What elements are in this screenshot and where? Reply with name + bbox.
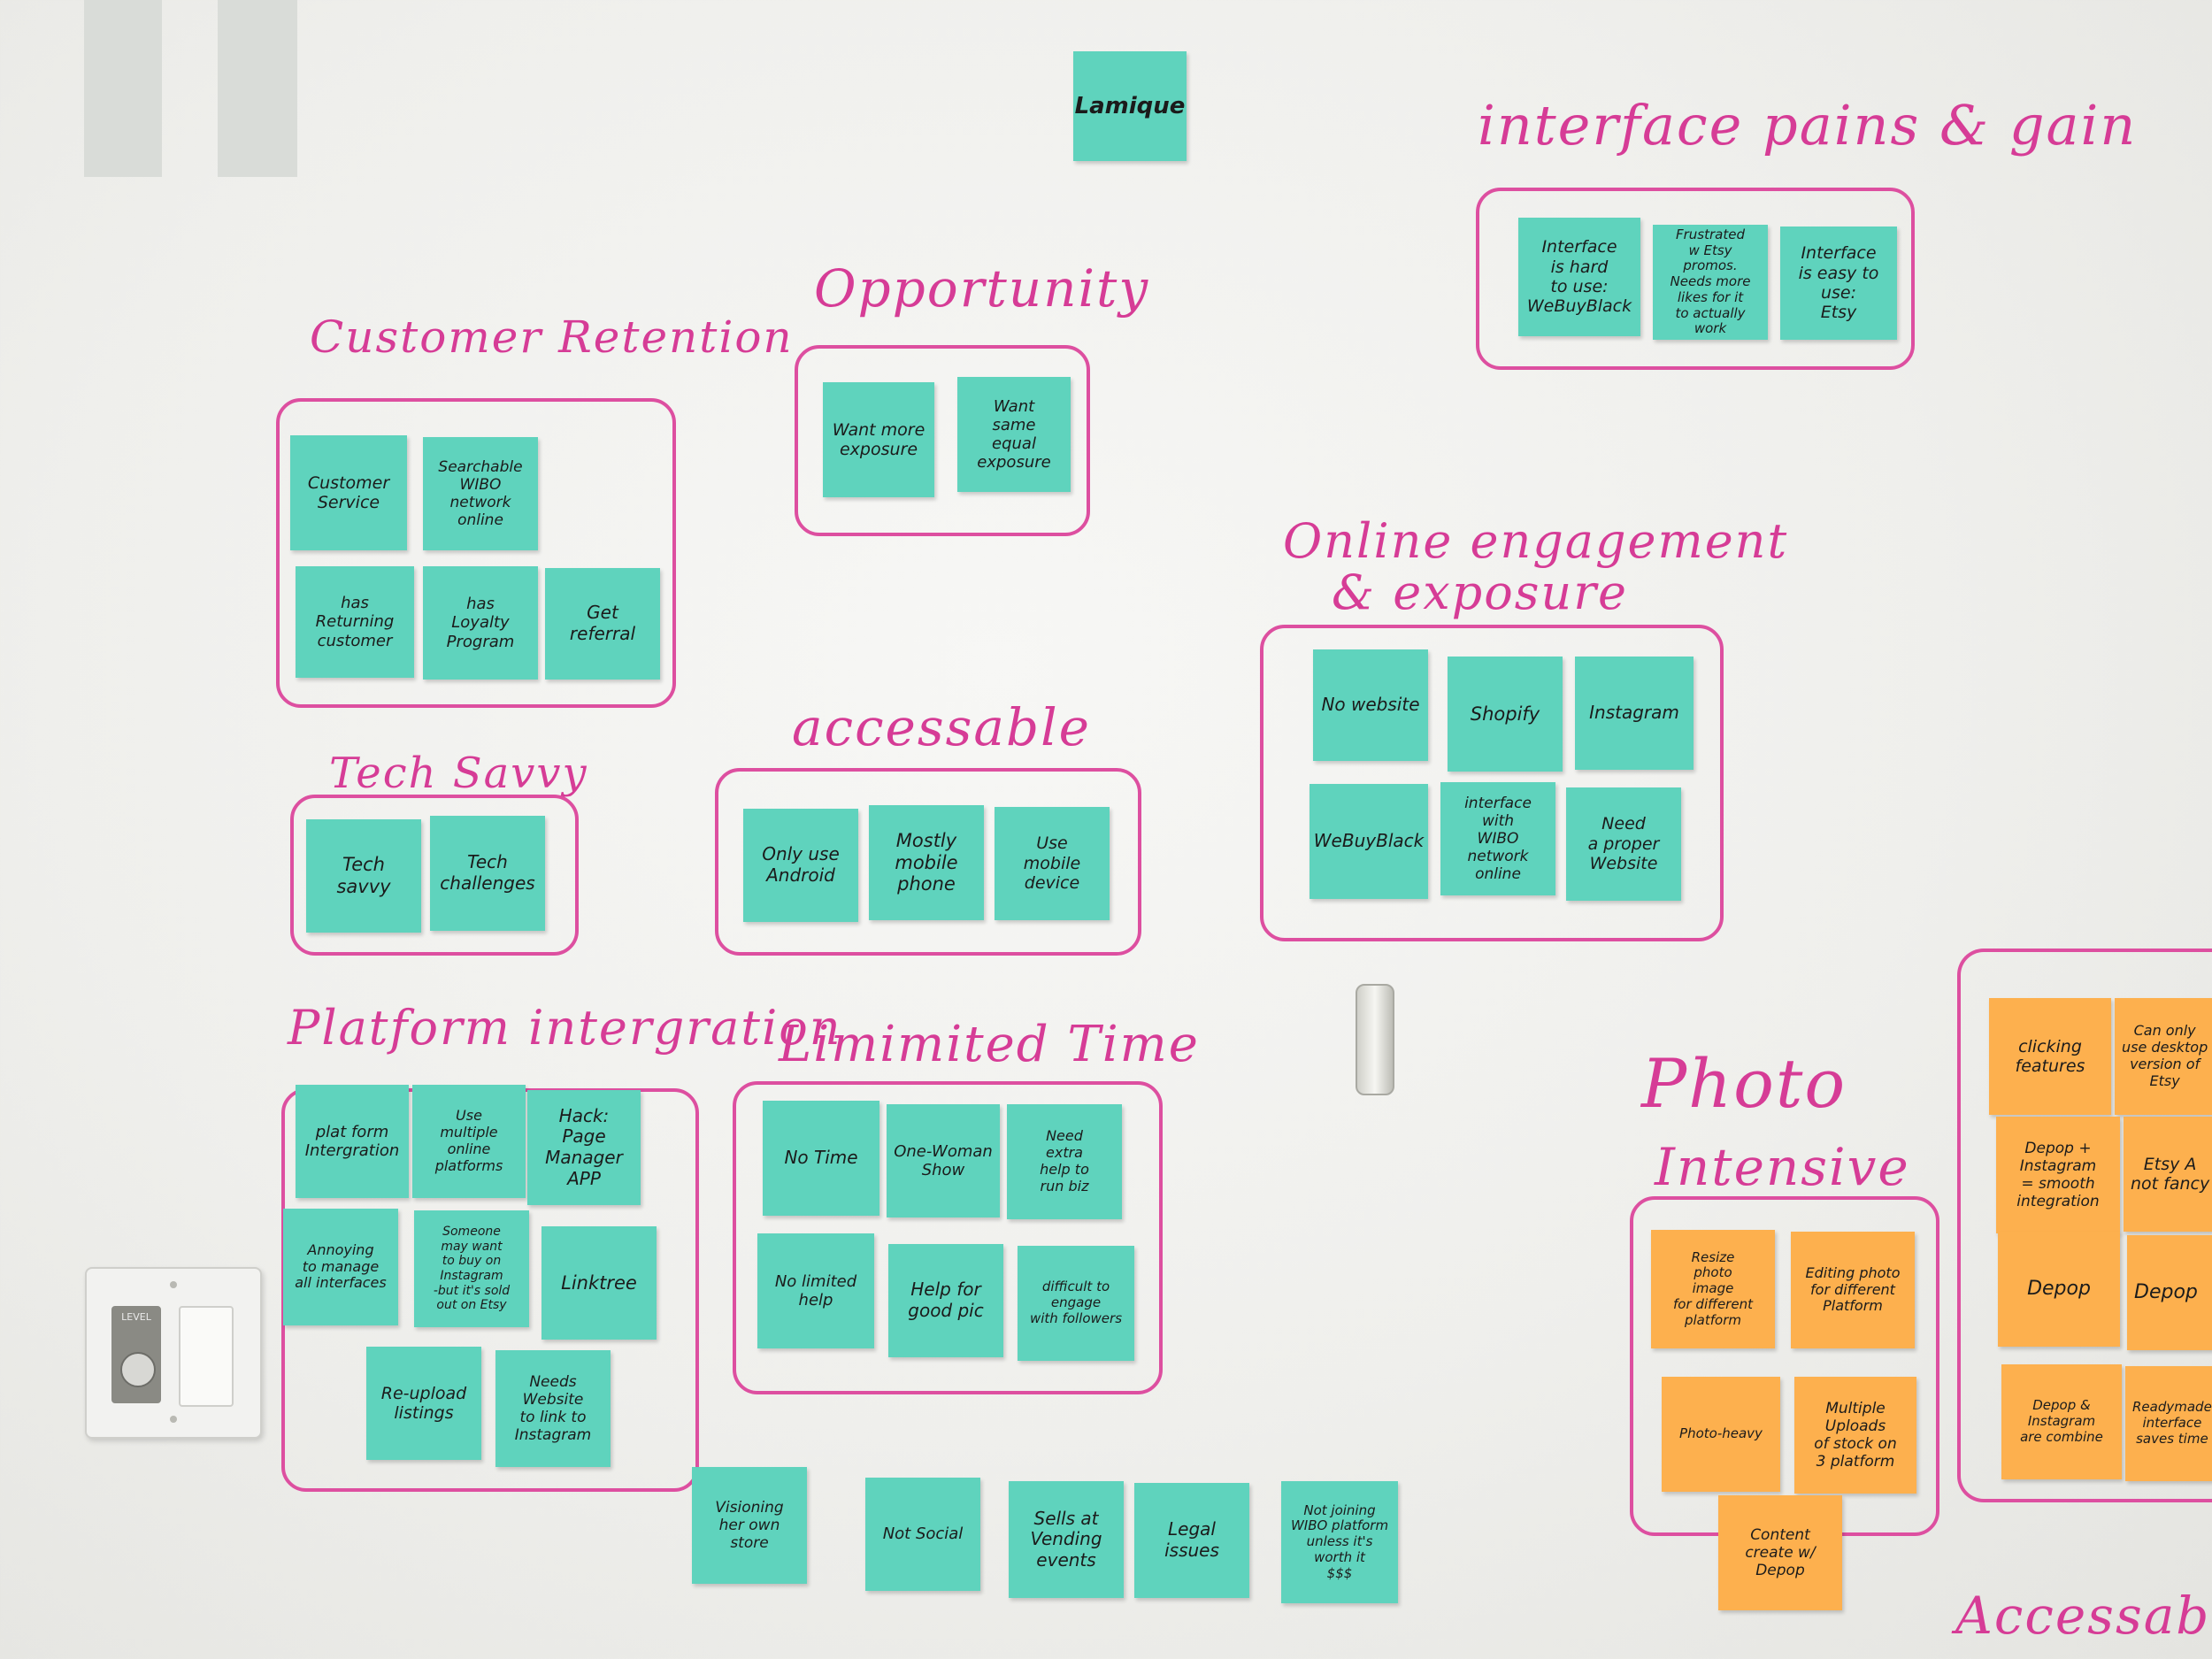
heading-online-exposure: & exposure [1332, 565, 1628, 620]
note-reupload-listings[interactable]: Re-upload listings [366, 1347, 481, 1460]
note-no-time[interactable]: No Time [763, 1101, 879, 1216]
note-annoying-manage[interactable]: Annoying to manage all interfaces [283, 1209, 398, 1325]
wall-strip-left [84, 0, 162, 177]
dimmer-label: LEVEL [121, 1311, 151, 1323]
note-returning-customer[interactable]: has Returning customer [296, 566, 414, 678]
note-linktree[interactable]: Linktree [541, 1226, 657, 1340]
note-get-referral[interactable]: Get referral [545, 568, 660, 680]
note-interface-easy[interactable]: Interface is easy to use: Etsy [1780, 227, 1897, 340]
note-shopify[interactable]: Shopify [1448, 657, 1563, 772]
note-limited-help[interactable]: No limited help [757, 1233, 874, 1348]
note-not-joining-wibo[interactable]: Not joining WIBO platform unless it's wo… [1281, 1481, 1398, 1603]
note-one-woman-show[interactable]: One-Woman Show [887, 1104, 1000, 1217]
group-tech-savvy [290, 795, 579, 956]
heading-opportunity: Opportunity [814, 258, 1150, 319]
note-tech-challenges[interactable]: Tech challenges [430, 816, 545, 931]
group-limited-time [733, 1081, 1163, 1394]
note-difficult-engage[interactable]: difficult to engage with followers [1018, 1246, 1134, 1361]
rocker-switch[interactable] [179, 1306, 234, 1407]
screw-icon [170, 1416, 177, 1423]
heading-tech-savvy: Tech Savvy [329, 749, 588, 798]
note-depop-instagram-smooth[interactable]: Depop + Instagram = smooth integration [1996, 1117, 2120, 1233]
dimmer-knob-icon[interactable] [120, 1352, 156, 1387]
note-legal-issues[interactable]: Legal issues [1134, 1483, 1249, 1598]
note-resize-photo[interactable]: Resize photo image for different platfor… [1651, 1230, 1775, 1348]
note-webuyblack[interactable]: WeBuyBlack [1310, 784, 1428, 899]
note-interface-hard[interactable]: Interface is hard to use: WeBuyBlack [1518, 218, 1640, 336]
heading-platform-integration: Platform intergration [288, 1000, 842, 1056]
note-visioning-store[interactable]: Visioning her own store [692, 1467, 807, 1584]
note-depop-instagram-combine[interactable]: Depop & Instagram are combine [2001, 1364, 2122, 1479]
group-customer-retention [276, 398, 676, 708]
note-not-social[interactable]: Not Social [865, 1478, 980, 1591]
note-tech-savvy[interactable]: Tech savvy [306, 819, 421, 933]
group-right-edge [1957, 949, 2212, 1502]
note-want-same-equal[interactable]: Want same equal exposure [957, 377, 1071, 492]
heading-online-engagement: Online engagement [1283, 513, 1789, 569]
note-can-only-use[interactable]: Can only use desktop version of Etsy [2115, 998, 2212, 1115]
note-loyalty-program[interactable]: has Loyalty Program [423, 566, 538, 680]
note-need-extra-help[interactable]: Need extra help to run biz [1007, 1104, 1122, 1219]
note-someone-may-want[interactable]: Someone may want to buy on Instagram -bu… [414, 1210, 529, 1327]
note-depop-2[interactable]: Depop [2127, 1235, 2212, 1350]
group-accessable [715, 768, 1141, 956]
note-frustrated-etsy[interactable]: Frustrated w Etsy promos. Needs more lik… [1653, 225, 1768, 340]
heading-accessable-bottom: Accessable [1955, 1586, 2212, 1646]
note-only-android[interactable]: Only use Android [743, 809, 858, 922]
note-no-website[interactable]: No website [1313, 649, 1428, 761]
group-interface [1476, 188, 1915, 370]
heading-customer-retention: Customer Retention [310, 311, 794, 363]
note-sells-vending[interactable]: Sells at Vending events [1009, 1481, 1124, 1598]
dimmer-control[interactable]: LEVEL [111, 1306, 161, 1403]
heading-intensive: Intensive [1655, 1137, 1910, 1197]
note-want-more-exposure[interactable]: Want more exposure [823, 382, 934, 497]
heading-interface-pains-gain: interface pains & gain [1478, 93, 2138, 157]
heading-photo: Photo [1641, 1044, 1847, 1123]
note-mostly-mobile[interactable]: Mostly mobile phone [869, 805, 984, 920]
note-etsy-not-fancy[interactable]: Etsy A not fancy [2124, 1117, 2212, 1232]
note-photo-heavy[interactable]: Photo-heavy [1662, 1377, 1780, 1492]
note-readymade-interface[interactable]: Readymade interface saves time [2125, 1366, 2212, 1481]
heading-accessable: accessable [792, 697, 1091, 757]
note-need-proper-website[interactable]: Need a proper Website [1566, 787, 1681, 901]
note-customer-service[interactable]: Customer Service [290, 435, 407, 550]
note-help-good-pic[interactable]: Help for good pic [888, 1244, 1003, 1357]
note-editing-photo[interactable]: Editing photo for different Platform [1791, 1232, 1915, 1348]
note-searchable-wibo[interactable]: Searchable WIBO network online [423, 437, 538, 550]
note-use-multiple-platforms[interactable]: Use multiple online platforms [412, 1085, 526, 1198]
note-content-create-depop[interactable]: Content create w/ Depop [1718, 1495, 1842, 1610]
screw-icon [170, 1281, 177, 1288]
note-multiple-uploads[interactable]: Multiple Uploads of stock on 3 platform [1794, 1377, 1916, 1494]
note-use-mobile-device[interactable]: Use mobile device [995, 807, 1110, 920]
note-depop-1[interactable]: Depop [1998, 1232, 2120, 1347]
note-platform-integration[interactable]: plat form Intergration [296, 1085, 409, 1198]
note-instagram[interactable]: Instagram [1575, 657, 1694, 770]
note-interface-wibo[interactable]: interface with WIBO network online [1440, 782, 1555, 895]
note-clicking-features[interactable]: clicking features [1989, 998, 2111, 1115]
note-hack-page-manager[interactable]: Hack: Page Manager APP [527, 1090, 641, 1205]
note-needs-website-link[interactable]: Needs Website to link to Instagram [495, 1350, 611, 1467]
door-latch-icon [1356, 984, 1394, 1095]
group-online-engagement [1260, 625, 1724, 941]
heading-limited-time: Limimited Time [779, 1016, 1200, 1073]
title-note[interactable]: Lamique [1073, 51, 1187, 161]
light-switch-icon[interactable]: LEVEL [85, 1267, 262, 1439]
wall-strip-right [218, 0, 297, 177]
group-opportunity [795, 345, 1090, 536]
